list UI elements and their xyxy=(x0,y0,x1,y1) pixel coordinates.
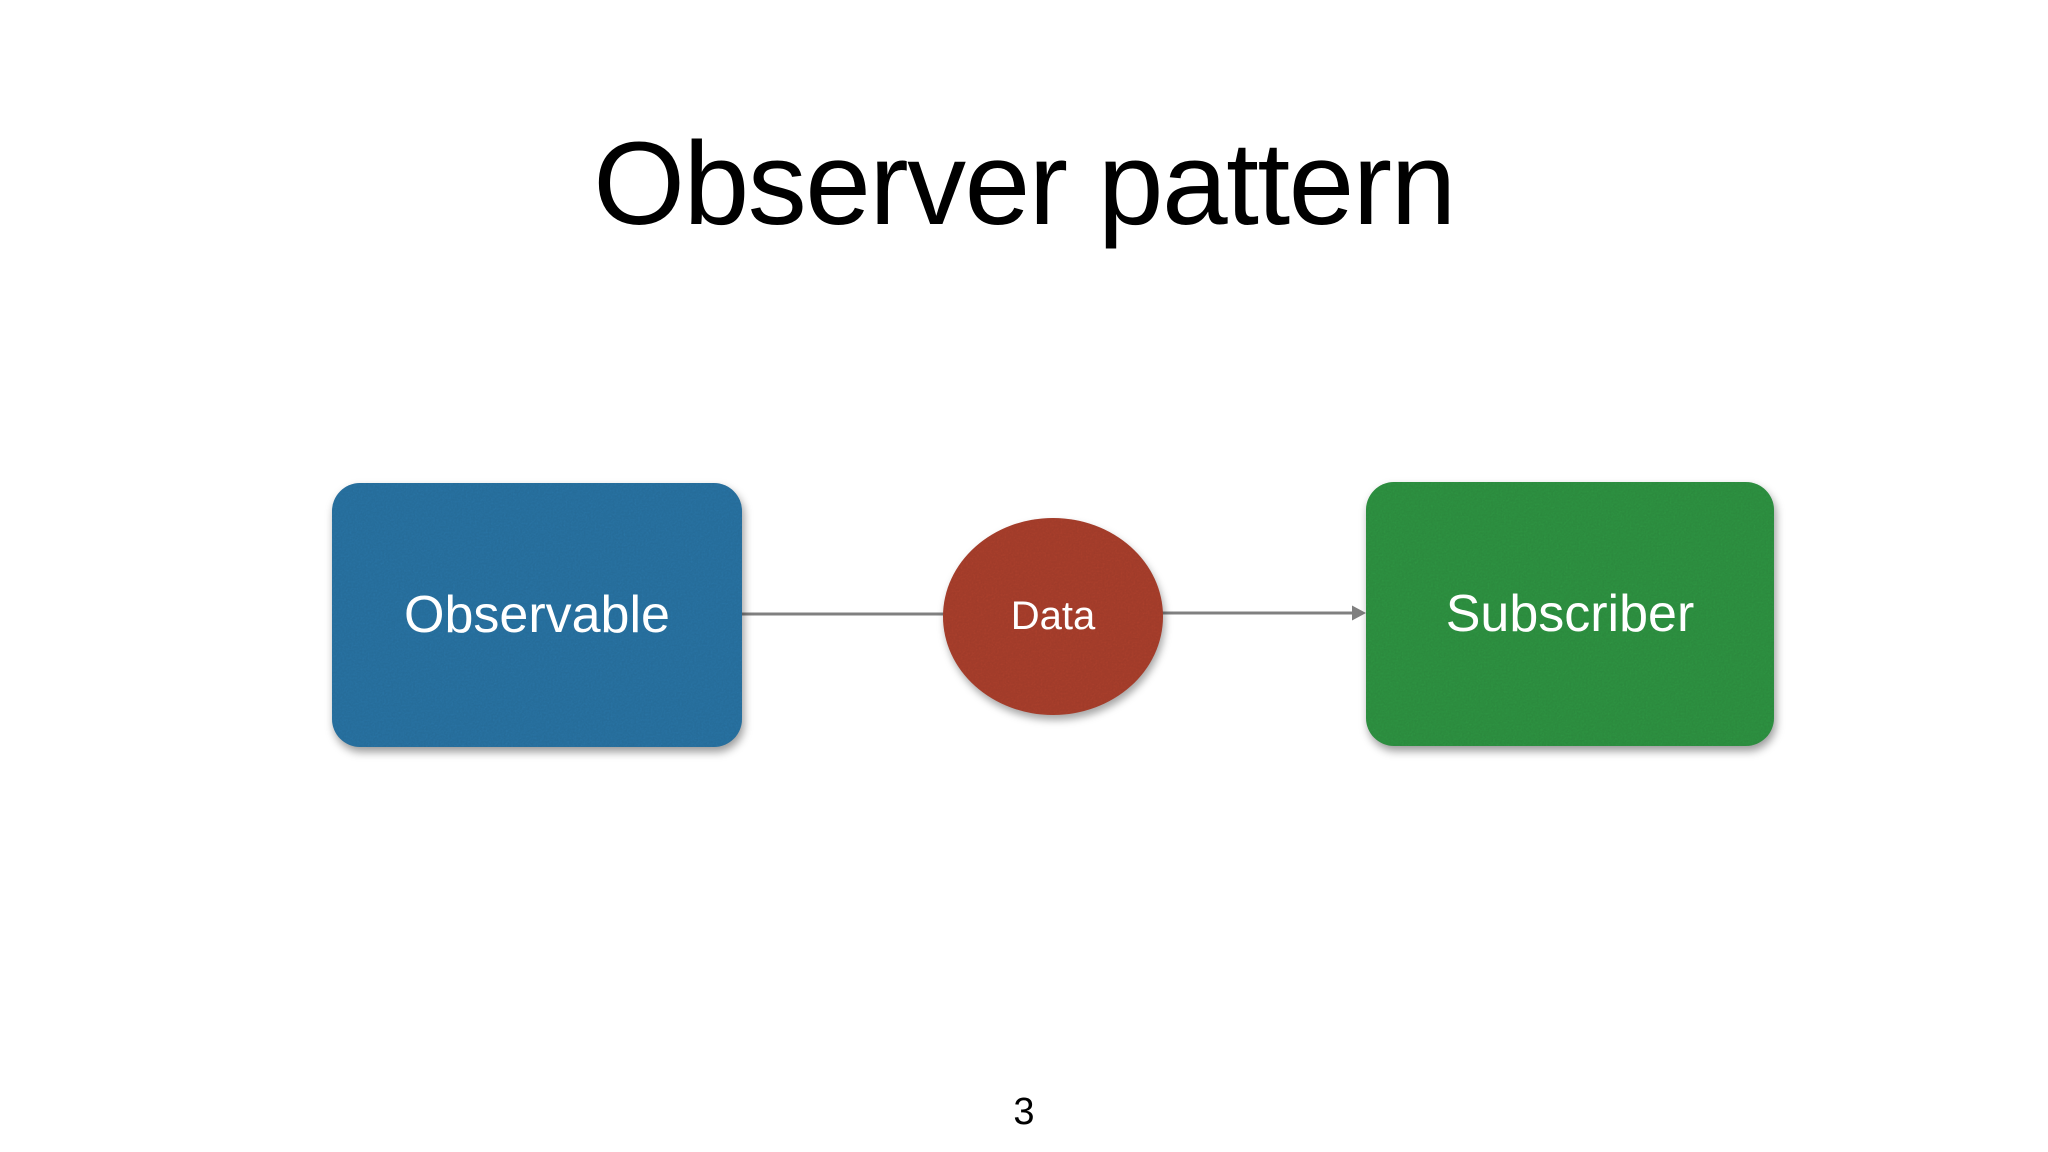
slide-title: Observer pattern xyxy=(593,118,1456,250)
node-observable: Observable xyxy=(332,483,742,747)
node-subscriber: Subscriber xyxy=(1366,482,1774,746)
node-subscriber-label: Subscriber xyxy=(1445,585,1695,643)
node-observable-label: Observable xyxy=(404,586,670,644)
node-data: Data xyxy=(943,518,1163,715)
page-number: 3 xyxy=(1013,1091,1035,1133)
arrowhead-icon xyxy=(1352,605,1366,621)
node-data-label: Data xyxy=(1010,594,1096,638)
